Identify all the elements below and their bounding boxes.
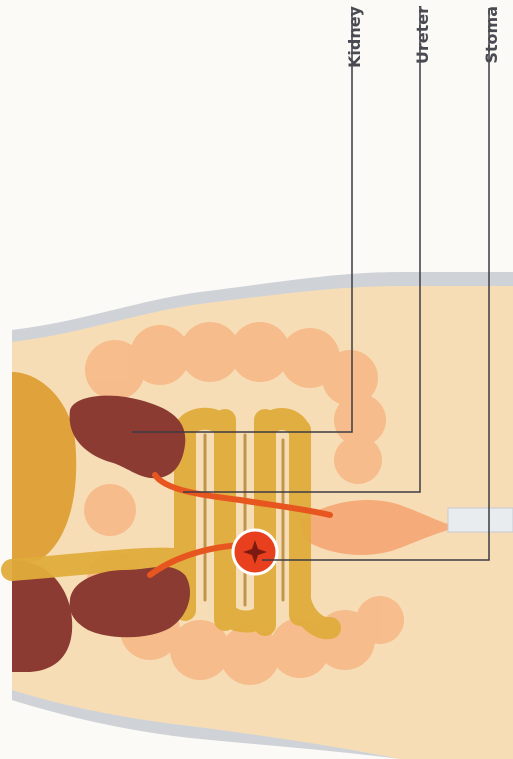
ureter-label: Ureter (413, 6, 427, 86)
stoma (233, 530, 277, 574)
liver (12, 372, 76, 672)
kidney-label: Kidney (345, 6, 359, 86)
kidney-label-text: Kidney (345, 6, 364, 68)
ureter-label-text: Ureter (413, 6, 432, 64)
catheter (448, 508, 513, 532)
stoma-label: Stoma (482, 6, 496, 86)
stoma-label-text: Stoma (482, 6, 501, 64)
